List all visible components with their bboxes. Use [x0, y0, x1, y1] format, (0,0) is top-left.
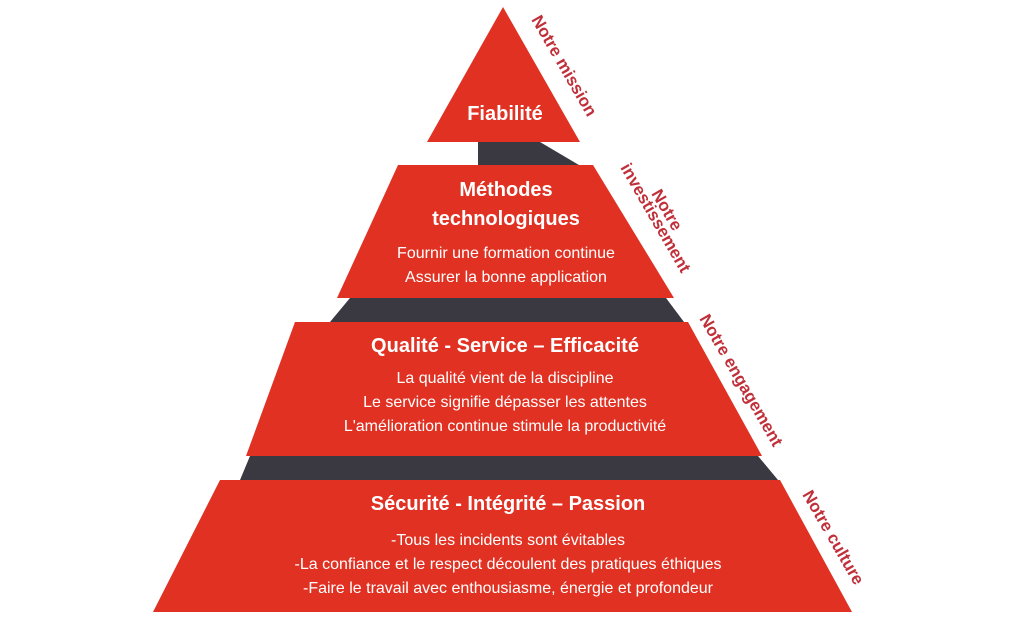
tier-2-line-1: Fournir une formation continue: [397, 245, 615, 262]
tier-3-title: Qualité - Service – Efficacité: [371, 335, 639, 357]
connector-1-2: [478, 142, 584, 168]
tier-4-line-1: -Tous les incidents sont évitables: [391, 532, 625, 549]
connector-3-4: [240, 456, 778, 480]
tier-4-line-3: -Faire le travail avec enthousiasme, éne…: [303, 580, 713, 597]
tier-4-title: Sécurité - Intégrité – Passion: [370, 493, 646, 515]
tier-3-line-2: Le service signifie dépasser les attente…: [363, 394, 647, 411]
tier-4-line-2: -La confiance et le respect découlent de…: [294, 556, 722, 573]
tier-2-shape: [337, 165, 674, 298]
tier-2-line-2: Assurer la bonne application: [405, 269, 607, 286]
tier-1-shape: [427, 7, 580, 142]
tier-3-line-1: La qualité vient de la discipline: [396, 370, 614, 387]
tier-4-shape: [153, 480, 852, 612]
tier-1-title: Fiabilité: [467, 103, 543, 125]
tier-2-title-line-2: technologiques: [432, 208, 580, 230]
tier-3-line-3: L'amélioration continue stimule la produ…: [343, 418, 667, 435]
tier-2-title-line-1: Méthodes: [459, 179, 553, 201]
connector-2-3: [330, 298, 684, 322]
tier-3-shape: [246, 322, 762, 456]
